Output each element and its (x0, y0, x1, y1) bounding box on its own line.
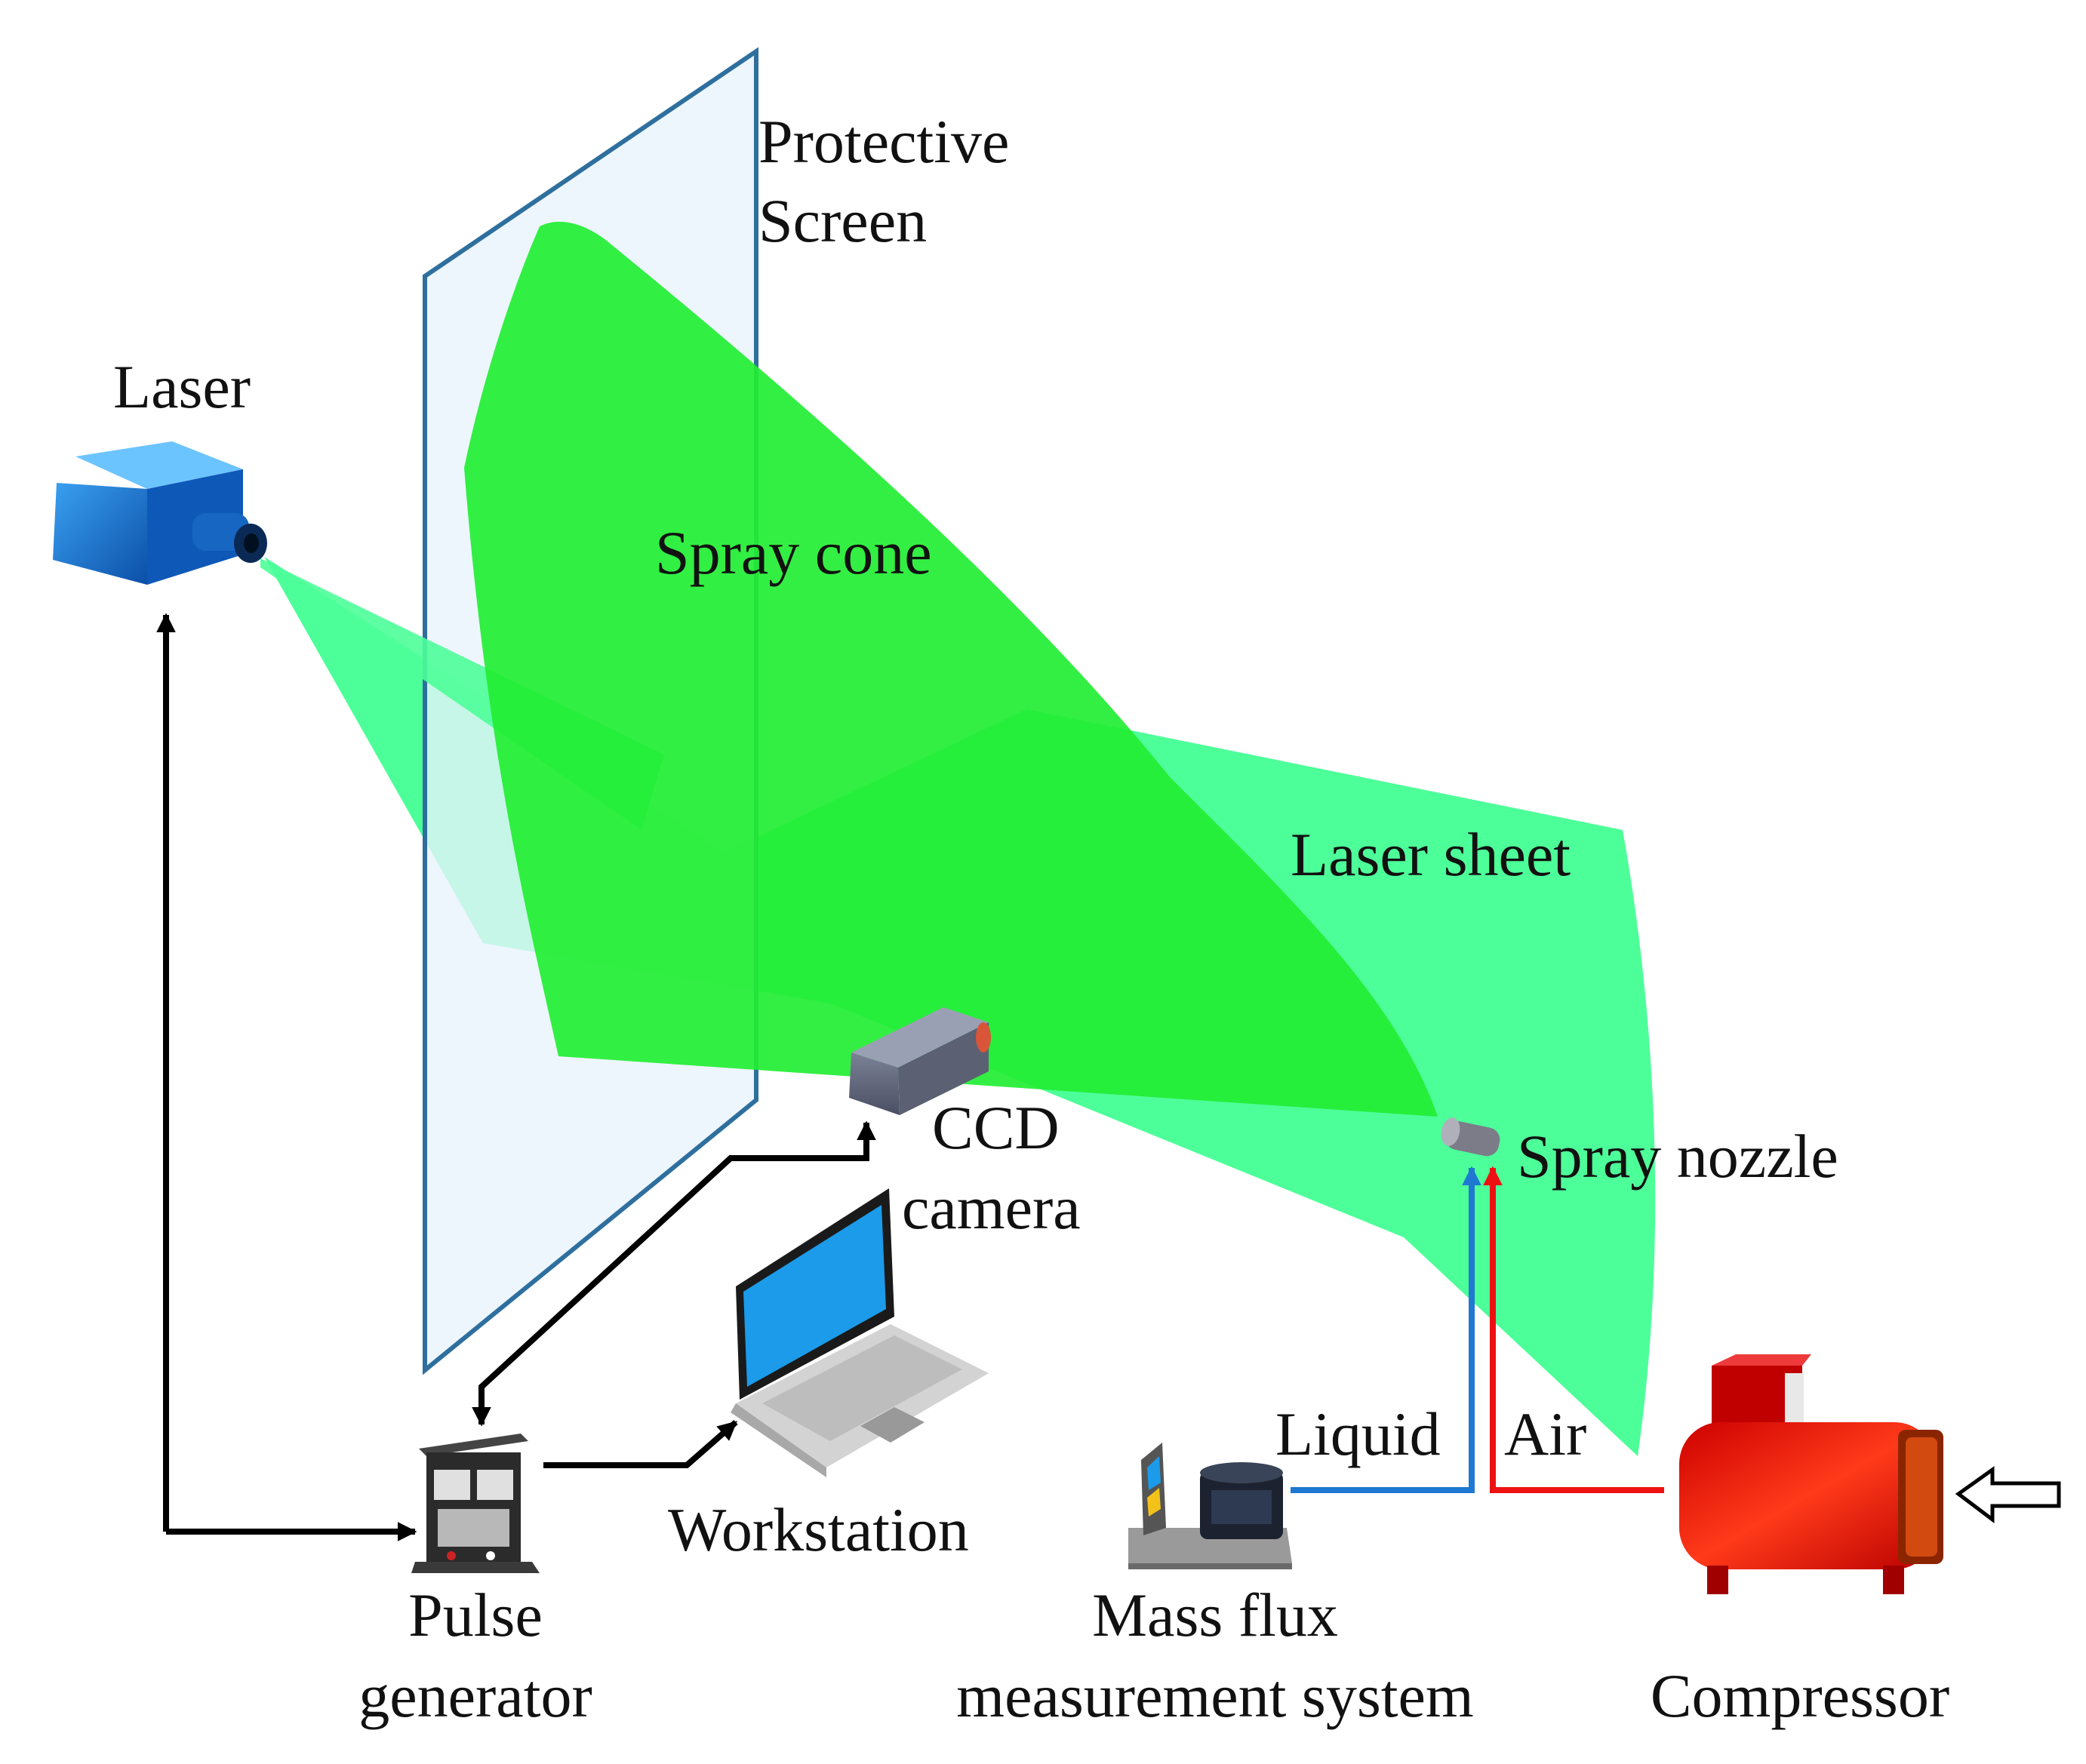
air-label: Air (1504, 1400, 1586, 1468)
mass-flux-label-line1: Mass flux (1092, 1581, 1338, 1649)
pulse-generator-icon (411, 1434, 540, 1573)
protective-screen-label-line1: Protective (758, 107, 1009, 176)
ccd-camera-icon (849, 1007, 991, 1115)
mass-flux-system-icon (1128, 1443, 1292, 1569)
mass-flux-label-line2: measurement system (956, 1661, 1473, 1730)
pulse-to-workstation-line (543, 1419, 738, 1468)
air-intake-arrow (1955, 1466, 2061, 1524)
pulse-generator-label-line1: Pulse (408, 1581, 543, 1649)
spray-cone-label: Spray cone (655, 518, 932, 587)
pulse-generator-label-line2: generator (358, 1661, 592, 1730)
workstation-label: Workstation (668, 1495, 969, 1564)
camera-pulse-line (472, 1120, 876, 1427)
spray-nozzle-icon (1441, 1117, 1500, 1157)
liquid-line (1291, 1166, 1481, 1493)
laser-icon (53, 441, 267, 585)
spray-cone (464, 221, 1438, 1117)
ccd-camera-label-line2: camera (902, 1173, 1081, 1242)
liquid-label: Liquid (1275, 1400, 1441, 1468)
spray-nozzle-label: Spray nozzle (1517, 1122, 1838, 1191)
laser-label: Laser (113, 352, 251, 421)
protective-screen-label-line2: Screen (758, 186, 927, 255)
air-line (1483, 1166, 1664, 1493)
compressor-label: Compressor (1651, 1661, 1949, 1730)
laser-sheet-label: Laser sheet (1291, 820, 1571, 889)
ccd-camera-label-line1: CCD (932, 1093, 1060, 1162)
compressor-icon (1679, 1354, 1943, 1594)
